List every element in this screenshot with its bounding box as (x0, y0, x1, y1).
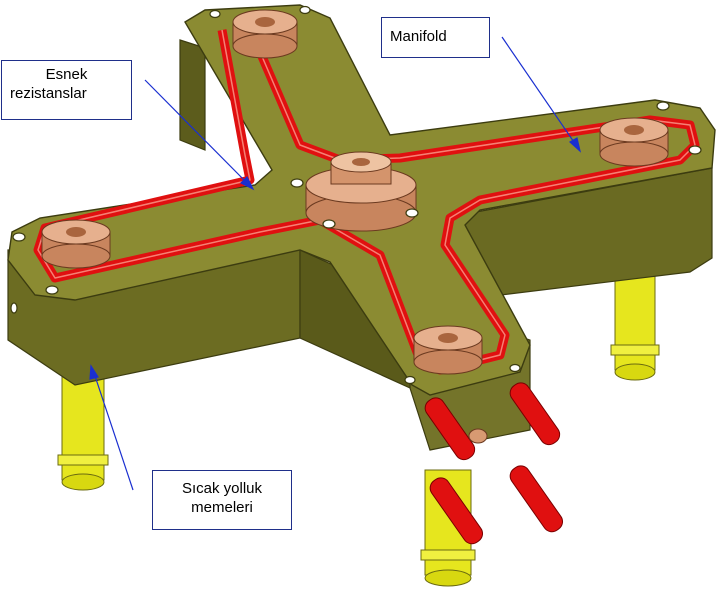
nozzle-right (610, 269, 660, 381)
callout-hot-runner-nozzles: Sıcak yolluk memeleri (152, 470, 292, 530)
heater-connectors (424, 382, 564, 545)
callout-flexible-heaters: Esnek rezistanslar (1, 60, 132, 120)
bushing-front (413, 325, 483, 375)
callout-manifold: Manifold (381, 17, 490, 58)
connector-3 (429, 477, 484, 545)
nozzle-left (57, 369, 109, 491)
callout-nozzles-line2: memeleri (191, 499, 253, 516)
bushing-top (232, 9, 298, 59)
callout-flexible-heaters-line1: Esnek (45, 66, 88, 83)
connector-4 (509, 465, 564, 533)
connector-2 (509, 382, 561, 446)
bushing-right (599, 117, 669, 167)
callout-nozzles-line1: Sıcak yolluk (181, 480, 263, 497)
leader-lines (89, 36, 582, 491)
connector-1 (424, 397, 476, 461)
callout-flexible-heaters-line2: rezistanslar (10, 85, 87, 102)
callout-manifold-text: Manifold (390, 28, 447, 45)
bushing-left (41, 219, 111, 269)
bolt-holes (10, 5, 702, 385)
